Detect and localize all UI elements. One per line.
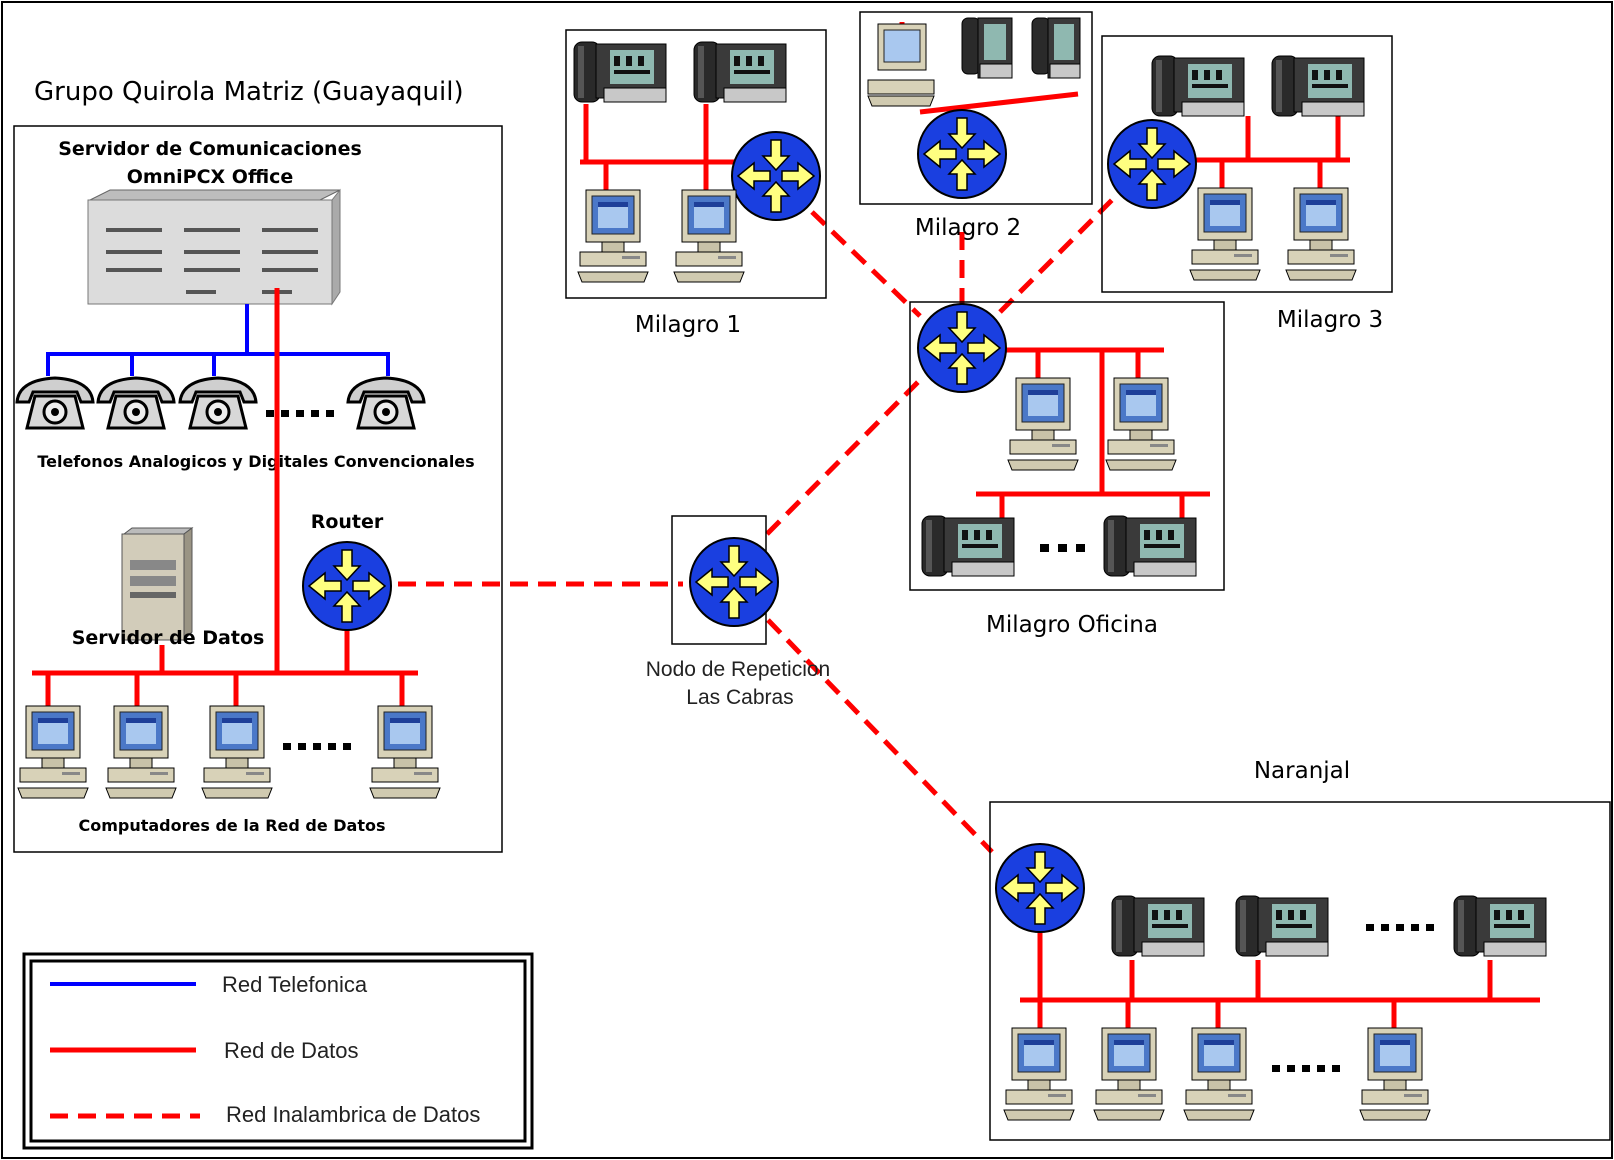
legend-inalambrica: Red Inalambrica de Datos xyxy=(226,1102,480,1127)
analog-phone-icon xyxy=(96,376,176,430)
desktop-computer-icon xyxy=(577,189,649,283)
analog-phone-icon xyxy=(346,376,426,430)
naranjal-section: Naranjal xyxy=(989,758,1611,1141)
ip-phone-icon xyxy=(921,515,1015,577)
desktop-computer-icon xyxy=(867,23,935,107)
desktop-computer-icon xyxy=(369,705,441,799)
matriz-section: Grupo Quirola Matriz (Guayaquil) Servido… xyxy=(13,77,503,853)
desktop-computer-icon xyxy=(1093,1027,1165,1121)
ellipsis-dots xyxy=(266,410,334,417)
desktop-computer-icon xyxy=(17,705,89,799)
ellipsis-dots xyxy=(283,743,351,750)
router-label: Router xyxy=(311,511,384,533)
ip-phone-icon xyxy=(1453,895,1547,957)
desktop-computer-icon xyxy=(1183,1027,1255,1121)
desktop-computer-icon xyxy=(1359,1027,1431,1121)
legend-telefonica: Red Telefonica xyxy=(222,972,368,997)
desktop-computer-icon xyxy=(1105,377,1177,471)
data-network-lines xyxy=(32,288,418,706)
node-section: Nodo de Repeticion Las Cabras xyxy=(646,515,830,709)
desktop-computer-icon xyxy=(1003,1027,1075,1121)
legend-inner-border xyxy=(29,959,527,1143)
ip-phone-icon xyxy=(961,17,1013,79)
legend-datos: Red de Datos xyxy=(224,1038,359,1063)
ip-phone-icon xyxy=(1103,515,1197,577)
ip-phone-icon xyxy=(1111,895,1205,957)
router-icon xyxy=(731,131,821,221)
milagro3-section: Milagro 3 xyxy=(1101,35,1393,333)
ip-phone-icon xyxy=(693,41,787,103)
router-icon xyxy=(917,303,1007,393)
desktop-computer-icon xyxy=(673,189,745,283)
phones-label: Telefonos Analogicos y Digitales Convenc… xyxy=(37,452,474,471)
ip-phone-icon xyxy=(1235,895,1329,957)
router-icon xyxy=(302,541,392,631)
ip-phone-icon xyxy=(1031,17,1081,79)
phone-network-lines xyxy=(46,304,390,376)
milagro3-label: Milagro 3 xyxy=(1277,307,1383,333)
milagro1-box xyxy=(565,29,827,299)
ellipsis-dots xyxy=(1040,544,1085,552)
milagro-oficina-label: Milagro Oficina xyxy=(986,612,1158,638)
desktop-computer-icon xyxy=(201,705,273,799)
desktop-computer-icon xyxy=(1285,187,1357,281)
router-icon xyxy=(917,109,1007,199)
computers-label: Computadores de la Red de Datos xyxy=(78,816,385,835)
server-title-line1: Servidor de Comunicaciones xyxy=(58,138,362,160)
ip-phone-icon xyxy=(1151,55,1245,117)
milagro-oficina-section: Milagro Oficina xyxy=(909,301,1225,638)
desktop-computer-icon xyxy=(1189,187,1261,281)
wireless-links xyxy=(398,194,1118,854)
router-icon xyxy=(689,537,779,627)
analog-phone-icon xyxy=(178,376,258,430)
server-title-line2: OmniPCX Office xyxy=(127,166,294,188)
ip-phone-icon xyxy=(573,41,667,103)
milagro2-box xyxy=(859,11,1093,205)
pbx-server-icon xyxy=(87,188,341,306)
matriz-box xyxy=(13,125,503,853)
milagro1-section: Milagro 1 xyxy=(565,29,827,338)
legend: Red Telefonica Red de Datos Red Inalambr… xyxy=(22,952,534,1150)
node-label-line2: Las Cabras xyxy=(686,686,793,709)
desktop-computer-icon xyxy=(1007,377,1079,471)
milagro2-section: Milagro 2 xyxy=(859,11,1093,241)
milagro-oficina-box xyxy=(909,301,1225,591)
desktop-computer-icon xyxy=(105,705,177,799)
analog-phone-icon xyxy=(15,376,95,430)
naranjal-label: Naranjal xyxy=(1254,758,1350,784)
milagro1-label: Milagro 1 xyxy=(635,312,741,338)
ip-phone-icon xyxy=(1271,55,1365,117)
ellipsis-dots xyxy=(1272,1065,1340,1072)
node-label-line1: Nodo de Repeticion xyxy=(646,658,830,681)
router-icon xyxy=(995,843,1085,933)
tower-server-icon xyxy=(121,527,194,642)
ellipsis-dots xyxy=(1366,924,1434,931)
milagro2-label: Milagro 2 xyxy=(915,215,1021,241)
matriz-title: Grupo Quirola Matriz (Guayaquil) xyxy=(34,77,464,107)
milagro3-box xyxy=(1101,35,1393,293)
router-icon xyxy=(1107,119,1197,209)
data-server-label: Servidor de Datos xyxy=(72,627,265,649)
naranjal-box xyxy=(989,801,1611,1141)
